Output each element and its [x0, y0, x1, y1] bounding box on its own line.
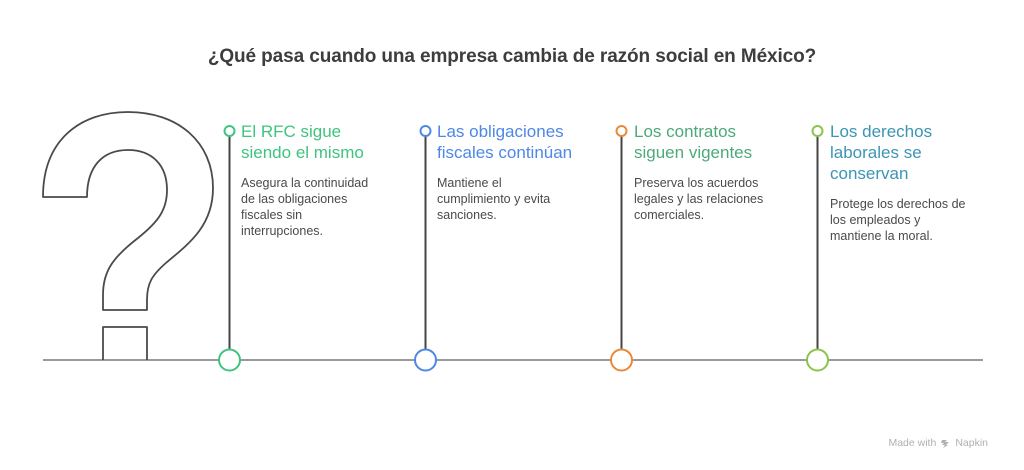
item-4-baseline-marker [806, 348, 829, 372]
description-line: de las obligaciones [241, 192, 348, 206]
description-line: Preserva los acuerdos [634, 176, 759, 190]
item-2-top-marker [419, 125, 432, 137]
description-line: cumplimiento y evita [437, 192, 551, 206]
item-1-baseline-marker [218, 348, 241, 372]
napkin-logo-icon [941, 439, 950, 448]
item-1-description: Asegura la continuidad de las obligacion… [241, 175, 421, 239]
made-with-label: Made with [888, 437, 937, 449]
description-line: mantiene la moral. [830, 229, 933, 243]
heading-line: Los contratos [634, 122, 737, 141]
diagram-title: ¿Qué pasa cuando una empresa cambia de r… [207, 46, 817, 67]
heading-line: siendo el mismo [241, 143, 364, 162]
heading-line: conservan [830, 164, 909, 183]
made-with-napkin-badge[interactable]: Made with Napkin [888, 437, 988, 449]
description-line: comerciales. [634, 208, 705, 222]
item-4-description: Protege los derechos de los empleados y … [830, 196, 1010, 244]
heading-line: siguen vigentes [634, 143, 753, 162]
description-line: Asegura la continuidad [241, 176, 369, 190]
item-3-description: Preserva los acuerdos legales y las rela… [634, 175, 814, 223]
heading-line: Las obligaciones [437, 122, 564, 141]
heading-line: Los derechos [830, 122, 933, 141]
timeline-item-4: Los derechos laborales se conservan Prot… [830, 121, 1010, 244]
heading-line: fiscales continúan [437, 143, 573, 162]
item-2-heading: Las obligaciones fiscales continúan [437, 121, 617, 163]
item-4-top-marker [811, 125, 824, 137]
heading-line: El RFC sigue [241, 122, 342, 141]
description-line: interrupciones. [241, 224, 323, 238]
item-4-heading: Los derechos laborales se conservan [830, 121, 1010, 184]
item-1-heading: El RFC sigue siendo el mismo [241, 121, 421, 163]
description-line: sanciones. [437, 208, 497, 222]
timeline-item-2: Las obligaciones fiscales continúan Mant… [437, 121, 617, 223]
timeline-item-1: El RFC sigue siendo el mismo Asegura la … [241, 121, 421, 239]
item-3-heading: Los contratos siguen vigentes [634, 121, 814, 163]
item-3-baseline-marker [610, 348, 633, 372]
description-line: Mantiene el [437, 176, 502, 190]
item-3-top-marker [615, 125, 628, 137]
description-line: los empleados y [830, 213, 921, 227]
timeline-item-3: Los contratos siguen vigentes Preserva l… [634, 121, 814, 223]
question-mark-icon [42, 111, 214, 360]
item-2-baseline-marker [414, 348, 437, 372]
description-line: legales y las relaciones [634, 192, 764, 206]
item-1-top-marker [223, 125, 236, 137]
item-2-description: Mantiene el cumplimiento y evita sancion… [437, 175, 617, 223]
description-line: Protege los derechos de [830, 197, 966, 211]
description-line: fiscales sin [241, 208, 303, 222]
heading-line: laborales se [830, 143, 922, 162]
napkin-brand-label: Napkin [955, 437, 988, 449]
